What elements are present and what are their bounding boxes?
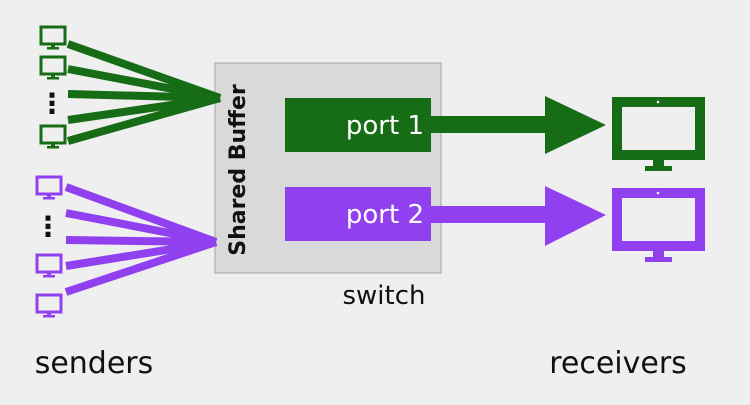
- monitor-icon: [39, 55, 67, 81]
- monitor-icon: [39, 25, 67, 51]
- monitor-icon: [39, 124, 67, 150]
- port-2-box: [285, 187, 431, 241]
- senders-label: senders: [35, 346, 154, 381]
- port-1-arrow: [431, 96, 606, 154]
- port-1-label: port 1: [346, 111, 424, 141]
- purple-senders-ellipsis: ⋮: [34, 210, 62, 243]
- monitor-icon: [35, 175, 63, 201]
- green-sender-links: [66, 40, 222, 145]
- port-2-arrow: [431, 186, 606, 246]
- purple-senders: [35, 175, 63, 319]
- port-2-label: port 2: [346, 200, 424, 230]
- switch-label: switch: [342, 281, 425, 311]
- monitor-icon: [35, 253, 63, 279]
- port-1-box: [285, 98, 431, 152]
- purple-sender-links: [64, 183, 218, 296]
- green-senders-ellipsis: ⋮: [38, 87, 66, 120]
- receiver-purple-monitor-icon: [612, 188, 705, 262]
- monitor-icon: [35, 293, 63, 319]
- receivers-label: receivers: [549, 346, 687, 381]
- receiver-green-monitor-icon: [612, 97, 705, 171]
- shared-buffer-label: Shared Buffer: [226, 84, 251, 256]
